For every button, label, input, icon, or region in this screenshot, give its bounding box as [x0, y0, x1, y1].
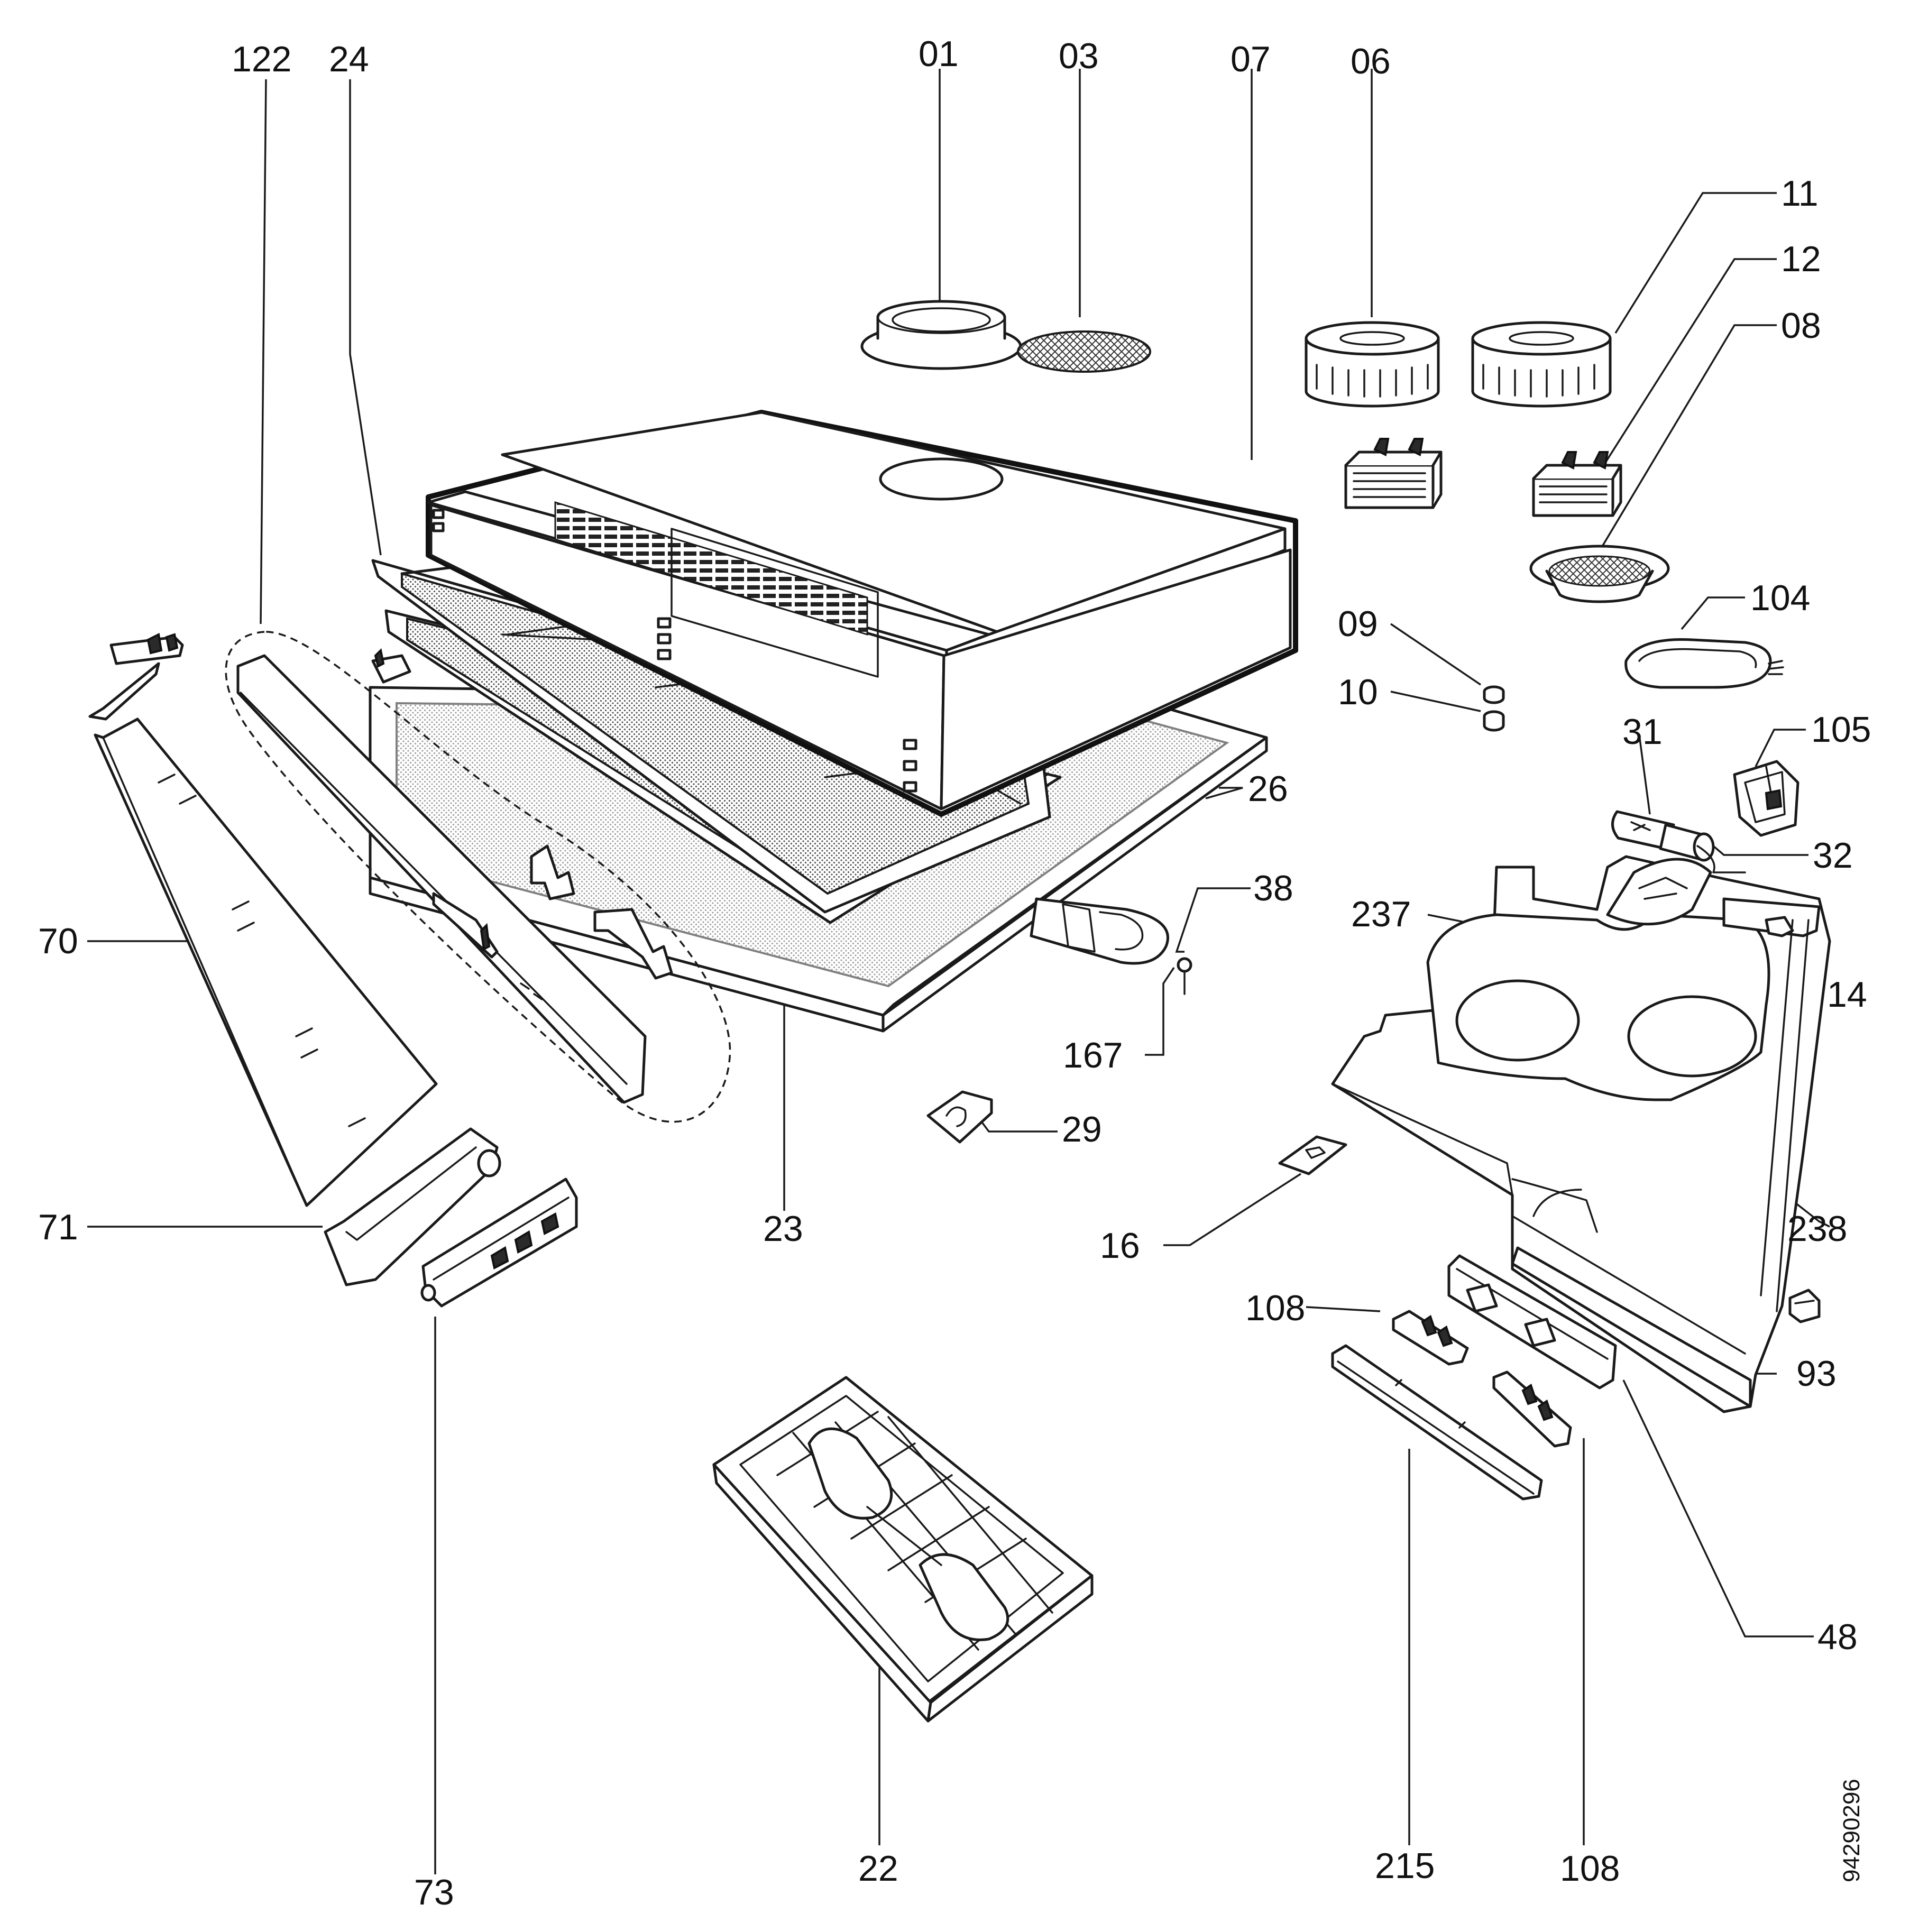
- wire-32: [1696, 845, 1746, 873]
- label-29: 29: [1062, 1109, 1102, 1149]
- label-108-top: 108: [1245, 1288, 1306, 1328]
- handle-122: [225, 631, 731, 1123]
- label-07: 07: [1231, 39, 1271, 79]
- small-block-right: [1788, 1289, 1821, 1323]
- glass-panel-70: [94, 717, 438, 1207]
- side-profile-71: [324, 1127, 501, 1286]
- label-31: 31: [1622, 712, 1663, 752]
- label-167: 167: [1063, 1035, 1123, 1075]
- label-09: 09: [1338, 604, 1378, 644]
- label-93: 93: [1796, 1354, 1837, 1394]
- label-26: 26: [1248, 769, 1288, 809]
- label-38: 38: [1253, 868, 1293, 908]
- clip-07: [1344, 438, 1443, 509]
- label-03: 03: [1059, 36, 1099, 76]
- lens-104: [1624, 638, 1784, 689]
- cup-08: [1529, 545, 1670, 603]
- motor-housing-93: [1331, 855, 1831, 1413]
- bracket-108-bottom: [1492, 1370, 1572, 1448]
- label-73: 73: [414, 1872, 454, 1912]
- lampholder-105: [1733, 760, 1799, 837]
- mesh-disc-03: [1017, 330, 1151, 373]
- clip-small-left: [371, 648, 411, 684]
- bracket-108-top: [1392, 1310, 1469, 1366]
- clip-29: [926, 1090, 993, 1144]
- label-23: 23: [763, 1209, 803, 1249]
- label-48: 48: [1817, 1617, 1858, 1657]
- grommet-10: [1483, 710, 1505, 732]
- switch-panel-73: [420, 1177, 578, 1308]
- label-122: 122: [232, 39, 292, 79]
- hood-body: [426, 410, 1298, 817]
- label-215: 215: [1375, 1846, 1435, 1886]
- label-70: 70: [38, 921, 78, 961]
- label-32: 32: [1813, 835, 1853, 876]
- label-01: 01: [919, 34, 959, 74]
- control-panel-48: [1447, 1254, 1617, 1390]
- collar-01: [860, 300, 1022, 370]
- screw-167: [1177, 957, 1192, 995]
- label-108-bottom: 108: [1560, 1848, 1620, 1889]
- vent-tab-38: [1030, 897, 1169, 965]
- clip-12: [1532, 451, 1622, 517]
- label-16: 16: [1100, 1226, 1140, 1266]
- label-237: 237: [1351, 894, 1411, 934]
- grommet-09: [1483, 685, 1505, 704]
- filter-11: [1471, 321, 1612, 408]
- diagram-code: 94290296: [1839, 1779, 1865, 1882]
- filter-06: [1305, 321, 1440, 408]
- label-10: 10: [1338, 672, 1378, 712]
- switch-parts-122: [530, 844, 673, 980]
- label-24: 24: [329, 39, 369, 79]
- label-08: 08: [1781, 306, 1821, 346]
- rail-215: [1331, 1344, 1543, 1501]
- label-22: 22: [858, 1848, 898, 1889]
- label-238: 238: [1787, 1209, 1848, 1249]
- filter-tray-22: [712, 1376, 1094, 1723]
- label-71: 71: [38, 1207, 78, 1247]
- label-11: 11: [1781, 173, 1819, 214]
- label-16: [1278, 1135, 1347, 1175]
- label-104: 104: [1750, 578, 1811, 618]
- label-12: 12: [1781, 239, 1821, 279]
- label-14: 14: [1827, 974, 1867, 1015]
- label-06: 06: [1351, 41, 1391, 81]
- bulb-31: [1611, 810, 1715, 862]
- label-105: 105: [1811, 710, 1871, 750]
- bracket-top-left: [88, 633, 184, 721]
